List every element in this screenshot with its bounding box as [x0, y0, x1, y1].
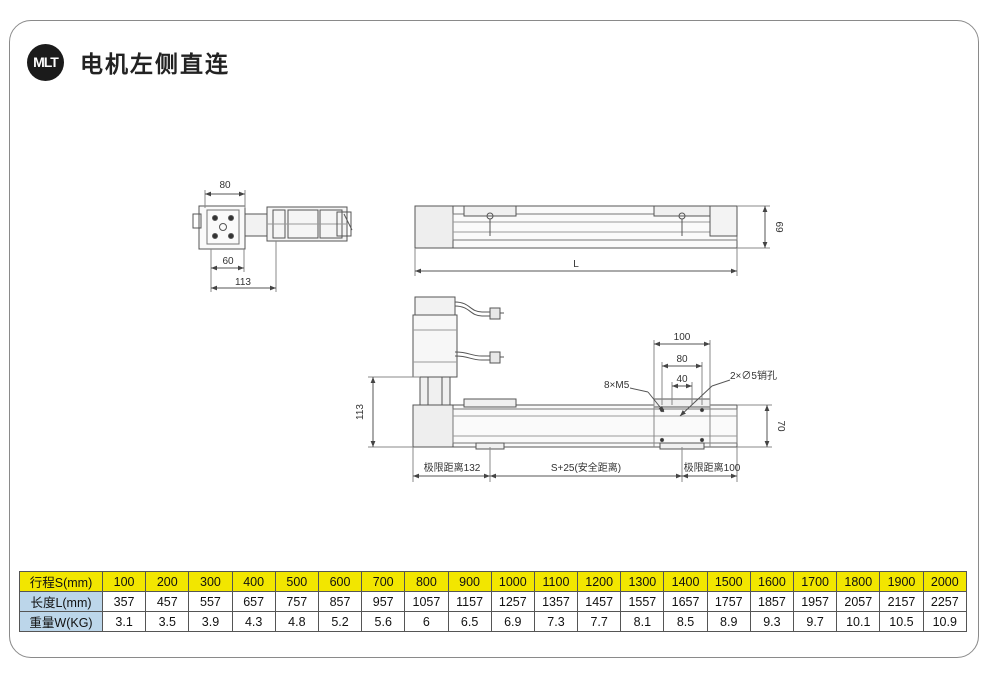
label-pin-holes: 2×∅5销孔 — [730, 369, 777, 382]
table-cell: 1900 — [879, 571, 924, 592]
table-cell: 1100 — [533, 571, 579, 592]
table-cell: 2057 — [836, 591, 881, 612]
table-cell: 7.7 — [577, 611, 622, 632]
dim-113-bottom: 113 — [235, 277, 251, 288]
table-cell: 1257 — [490, 591, 535, 612]
dim-69: 69 — [773, 221, 784, 233]
dim-113-left: 113 — [355, 404, 366, 420]
table-cell: 10.5 — [879, 611, 924, 632]
table-cell: 8.9 — [706, 611, 751, 632]
table-cell: 1357 — [533, 591, 579, 612]
table-cell: 10.1 — [836, 611, 881, 632]
dim-80-top: 80 — [219, 180, 231, 191]
table-cell: 6 — [404, 611, 449, 632]
page-frame — [9, 20, 979, 658]
row-header: 重量W(KG) — [19, 611, 103, 632]
table-cell: 657 — [231, 591, 276, 612]
table-cell: 4.3 — [231, 611, 276, 632]
page-title: 电机左侧直连 — [80, 52, 230, 78]
table-cell: 9.3 — [749, 611, 795, 632]
table-cell: 300 — [188, 571, 233, 592]
front-view — [414, 205, 770, 276]
table-cell: 700 — [361, 571, 406, 592]
dim-40: 40 — [676, 374, 688, 385]
label-limit-left: 极限距离132 — [424, 461, 481, 474]
table-cell: 1557 — [620, 591, 665, 612]
end-view — [192, 190, 353, 292]
table-cell: 1500 — [706, 571, 751, 592]
table-cell: 1757 — [706, 591, 751, 612]
table-cell: 6.9 — [490, 611, 535, 632]
top-view — [368, 296, 772, 482]
table-cell: 757 — [274, 591, 319, 612]
table-cell: 1000 — [490, 571, 535, 592]
table-cell: 3.1 — [101, 611, 147, 632]
table-cell: 1657 — [663, 591, 708, 612]
table-cell: 357 — [101, 591, 147, 612]
label-m5-holes: 8×M5 — [604, 380, 630, 391]
table-cell: 200 — [145, 571, 190, 592]
table-cell: 5.2 — [317, 611, 363, 632]
dim-L: L — [573, 259, 579, 270]
table-cell: 557 — [188, 591, 233, 612]
table-cell: 1857 — [749, 591, 795, 612]
table-cell: 1057 — [404, 591, 449, 612]
dim-100: 100 — [674, 332, 691, 343]
table-cell: 5.6 — [361, 611, 406, 632]
table-cell: 7.3 — [533, 611, 579, 632]
table-cell: 600 — [317, 571, 363, 592]
table-cell: 1700 — [792, 571, 838, 592]
table-cell: 8.5 — [663, 611, 708, 632]
label-stroke-safe: S+25(安全距离) — [551, 461, 621, 474]
table-cell: 957 — [361, 591, 406, 612]
brand-logo: MLT — [27, 44, 64, 81]
table-cell: 3.5 — [145, 611, 190, 632]
table-cell: 900 — [447, 571, 492, 592]
label-limit-right: 极限距离100 — [684, 461, 741, 474]
table-cell: 1957 — [792, 591, 838, 612]
table-cell: 8.1 — [620, 611, 665, 632]
table-cell: 6.5 — [447, 611, 492, 632]
table-cell: 2000 — [922, 571, 968, 592]
row-header: 行程S(mm) — [19, 571, 103, 592]
table-cell: 857 — [317, 591, 363, 612]
dim-80-right: 80 — [676, 354, 688, 365]
table-cell: 2257 — [922, 591, 968, 612]
table-cell: 100 — [101, 571, 147, 592]
dim-60: 60 — [222, 256, 234, 267]
table-cell: 1457 — [577, 591, 622, 612]
table-cell: 4.8 — [274, 611, 319, 632]
table-cell: 1800 — [836, 571, 881, 592]
table-cell: 2157 — [879, 591, 924, 612]
table-cell: 1300 — [620, 571, 665, 592]
table-cell: 3.9 — [188, 611, 233, 632]
table-cell: 10.9 — [922, 611, 968, 632]
table-cell: 500 — [274, 571, 319, 592]
table-cell: 1400 — [663, 571, 708, 592]
table-cell: 1200 — [577, 571, 622, 592]
table-cell: 457 — [145, 591, 190, 612]
table-cell: 1600 — [749, 571, 795, 592]
table-cell: 9.7 — [792, 611, 838, 632]
row-header: 长度L(mm) — [19, 591, 103, 612]
table-cell: 1157 — [447, 591, 492, 612]
table-cell: 400 — [231, 571, 276, 592]
table-cell: 800 — [404, 571, 449, 592]
dim-70: 70 — [775, 420, 786, 432]
